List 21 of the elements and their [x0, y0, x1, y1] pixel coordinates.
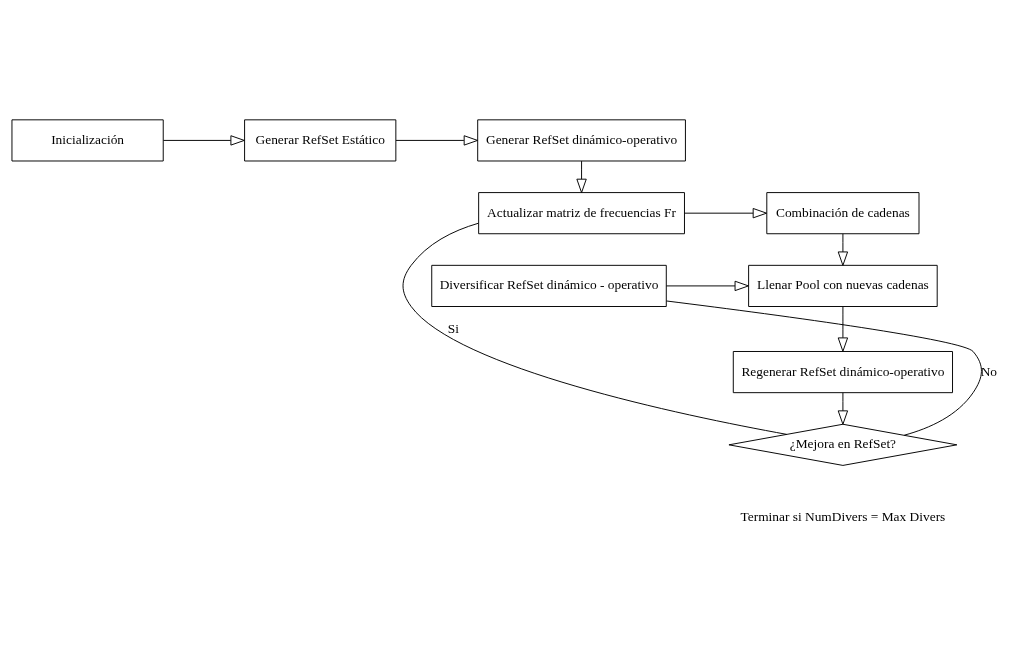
node-box: Combinación de cadenas — [766, 192, 920, 235]
connector — [666, 300, 982, 436]
arrow — [837, 233, 849, 266]
arrow — [837, 306, 849, 352]
arrow — [665, 280, 749, 292]
connector — [402, 222, 788, 435]
node-box: Diversificar RefSet dinámico - operativo — [431, 264, 667, 307]
arrow — [837, 392, 849, 425]
arrow — [684, 208, 768, 219]
node-box: Inicialización — [11, 119, 164, 162]
arrow — [576, 160, 587, 194]
node-box: Generar RefSet Estático — [244, 119, 397, 162]
arrow — [395, 135, 479, 146]
edge-label: Si — [447, 320, 459, 336]
node-box: Generar RefSet dinámico-operativo — [477, 119, 686, 162]
node-box: Regenerar RefSet dinámico-operativo — [732, 351, 953, 394]
node-box: Llenar Pool con nuevas cadenas — [748, 264, 938, 307]
node-box: Actualizar matriz de frecuencias Fr — [478, 192, 685, 235]
node-label: Terminar si NumDivers = Max Divers — [740, 509, 946, 525]
arrow — [163, 135, 245, 146]
node-diamond: ¿Mejora en RefSet? — [728, 423, 958, 466]
